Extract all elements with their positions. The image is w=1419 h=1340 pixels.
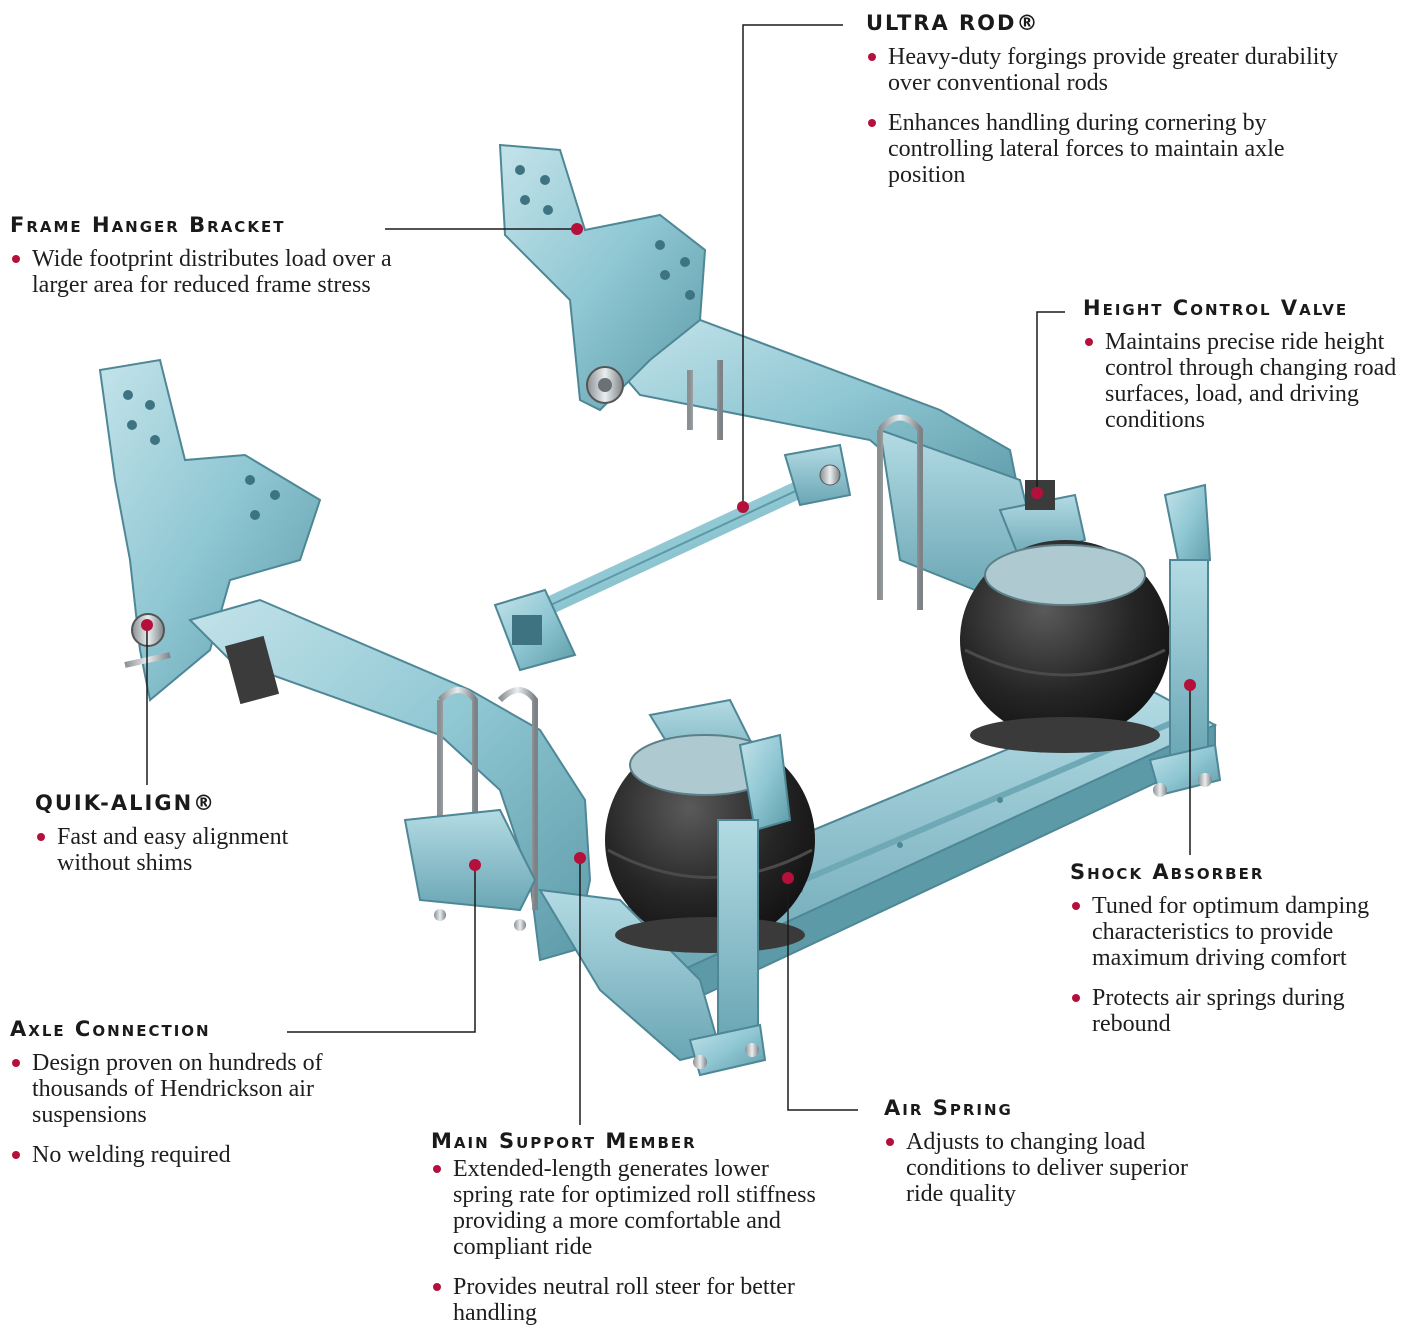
bullet-item: Provides neutral roll steer for better h… — [431, 1274, 821, 1326]
bullet-item: Protects air springs during rebound — [1070, 985, 1415, 1037]
bullet-item: Heavy-duty forgings provide greater dura… — [866, 44, 1366, 96]
rear-air-spring — [960, 480, 1170, 753]
bullet-item: Extended-length generates lower spring r… — [431, 1156, 821, 1260]
callout-title: Shock Absorber — [1070, 860, 1265, 884]
callout-title: Air Spring — [884, 1096, 1013, 1120]
bullet-list: Heavy-duty forgings provide greater dura… — [866, 44, 1366, 188]
bullet-list: Wide footprint distributes load over a l… — [10, 246, 450, 298]
callout-title: Height Control Valve — [1083, 296, 1349, 320]
rear-shock-absorber — [1148, 483, 1222, 797]
callout-shock-absorber: Shock Absorber Tuned for optimum damping… — [1070, 862, 1415, 1051]
callout-dots — [141, 223, 1196, 884]
bullet-item: No welding required — [10, 1142, 360, 1168]
callout-main-support-member: Main Support Member Extended-length gene… — [431, 1131, 821, 1340]
bullet-list: Maintains precise ride height control th… — [1083, 329, 1415, 433]
callout-title: Frame Hanger Bracket — [10, 213, 286, 237]
callout-title: Main Support Member — [431, 1129, 697, 1153]
callout-title: Quik-Align® — [35, 791, 217, 815]
bullet-list: Fast and easy alignment without shims — [35, 824, 335, 876]
front-u-bolts — [224, 635, 538, 931]
ultra-rod — [493, 443, 852, 672]
rear-frame-hanger — [498, 143, 707, 412]
bullet-item: Adjusts to changing load conditions to d… — [884, 1129, 1204, 1207]
callout-quik-align: Quik-Align® Fast and easy alignment with… — [35, 793, 335, 890]
bullet-list: Design proven on hundreds of thousands o… — [10, 1050, 360, 1168]
bullet-item: Wide footprint distributes load over a l… — [10, 246, 450, 298]
callout-air-spring: Air Spring Adjusts to changing load cond… — [884, 1098, 1204, 1221]
bullet-list: Extended-length generates lower spring r… — [431, 1156, 821, 1326]
bullet-list: Adjusts to changing load conditions to d… — [884, 1129, 1204, 1207]
bullet-item: Design proven on hundreds of thousands o… — [10, 1050, 360, 1128]
callout-frame-hanger-bracket: Frame Hanger Bracket Wide footprint dist… — [10, 215, 450, 312]
bullet-item: Tuned for optimum damping characteristic… — [1070, 893, 1415, 971]
callout-axle-connection: Axle Connection Design proven on hundred… — [10, 1019, 360, 1182]
rear-u-bolts — [687, 360, 923, 610]
callout-height-control-valve: Height Control Valve Maintains precise r… — [1083, 298, 1415, 447]
bullet-item: Fast and easy alignment without shims — [35, 824, 335, 876]
front-shock-absorber — [688, 733, 792, 1077]
callout-ultra-rod: Ultra Rod® Heavy-duty forgings provide g… — [866, 13, 1366, 202]
bullet-item: Enhances handling during cornering by co… — [866, 110, 1366, 188]
bullet-list: Tuned for optimum damping characteristic… — [1070, 893, 1415, 1037]
callout-title: Ultra Rod® — [866, 11, 1040, 35]
leader-lines — [146, 24, 1191, 1125]
bullet-item: Maintains precise ride height control th… — [1083, 329, 1415, 433]
callout-title: Axle Connection — [10, 1017, 211, 1041]
